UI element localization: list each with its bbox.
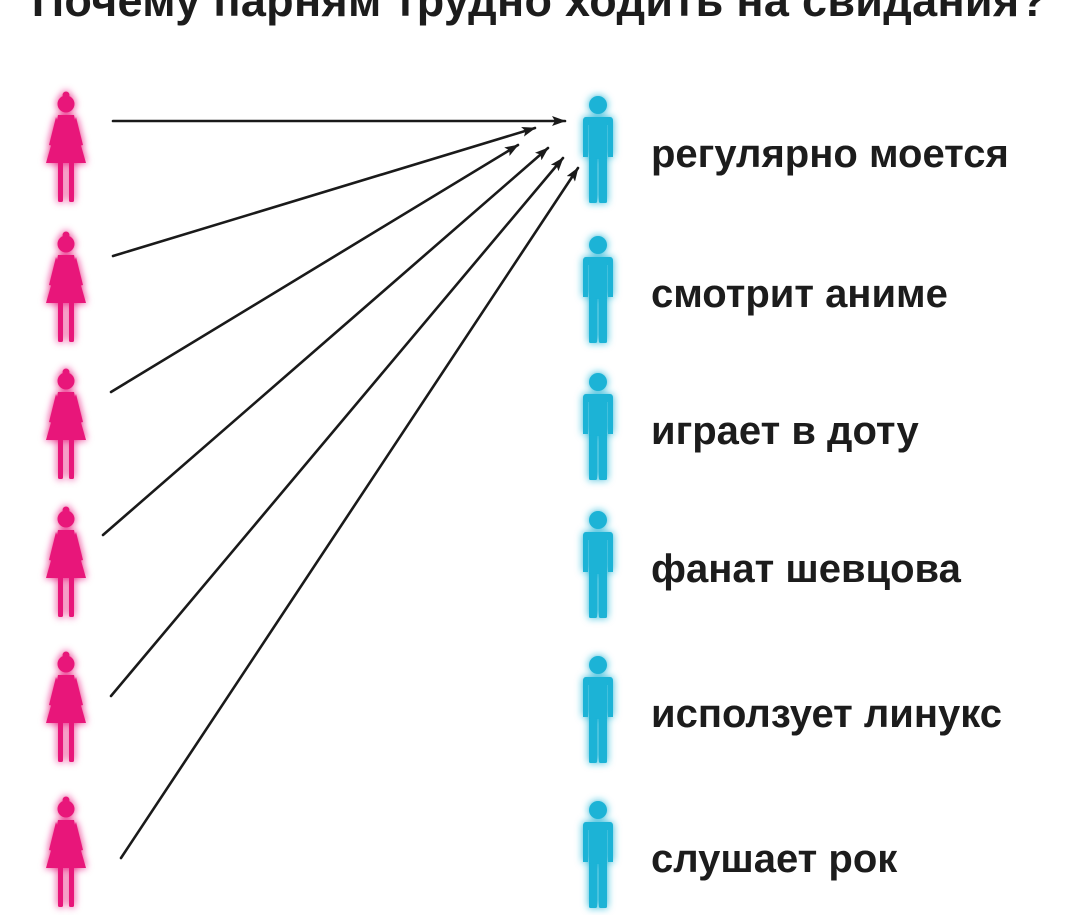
man-label-1: регулярно моется xyxy=(651,132,1009,176)
woman-6-icon xyxy=(46,796,86,907)
man-label-3: играет в доту xyxy=(651,409,919,453)
woman-2-icon xyxy=(46,231,86,342)
man-label-5: исползует линукс xyxy=(651,692,1002,736)
arrows-layer xyxy=(101,116,580,860)
woman-4-icon xyxy=(46,506,86,617)
arrow-6 xyxy=(119,166,580,860)
man-3-icon xyxy=(583,373,613,480)
arrow-2 xyxy=(111,126,537,258)
man-label-2: смотрит аниме xyxy=(651,272,948,316)
woman-3-icon xyxy=(46,368,86,479)
woman-5-icon xyxy=(46,651,86,762)
man-1-icon xyxy=(583,96,613,203)
man-5-icon xyxy=(583,656,613,763)
man-label-6: слушает рок xyxy=(651,837,898,881)
man-6-icon xyxy=(583,801,613,908)
arrow-3 xyxy=(109,143,520,394)
man-4-icon xyxy=(583,511,613,618)
arrow-4 xyxy=(101,146,550,537)
man-label-4: фанат шевцова xyxy=(651,547,962,591)
arrow-5 xyxy=(109,156,565,698)
women-column xyxy=(46,91,86,907)
man-2-icon xyxy=(583,236,613,343)
page-title: Почему парням трудно ходить на свидания? xyxy=(31,0,1048,26)
men-column: регулярно моется смотрит аниме играет в до… xyxy=(583,96,1009,908)
woman-1-icon xyxy=(46,91,86,202)
